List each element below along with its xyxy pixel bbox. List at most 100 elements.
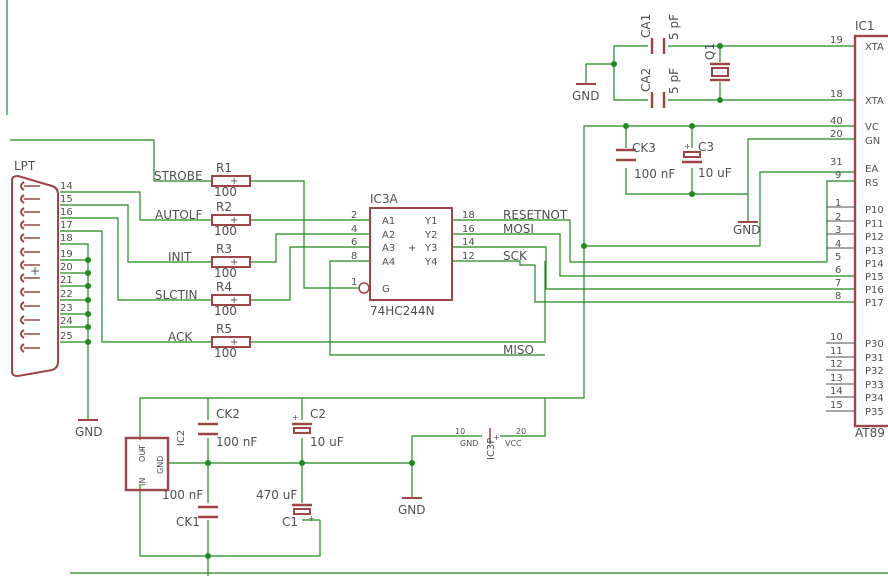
- wire-y4: [452, 260, 855, 303]
- resistor-name: R3: [216, 242, 232, 256]
- wire-r3-a2: [250, 233, 370, 263]
- mcu-pin-label: P12: [865, 232, 884, 243]
- junction: [205, 460, 211, 466]
- mcu-ic1: IC1 AT89 19 XTA 18 XTA 40 VC 20 GN 31 EA…: [826, 19, 888, 440]
- junction: [85, 311, 91, 317]
- junction: [409, 460, 415, 466]
- gnd-label-crystal: GND: [572, 89, 600, 103]
- cap-name: CA1: [639, 14, 653, 38]
- lpt-contact: [20, 315, 25, 325]
- wire-r4-a3: [250, 246, 370, 301]
- buffer-pin-label: A3: [382, 243, 395, 254]
- buffer-pin-num: 14: [462, 237, 475, 248]
- cap-name: C1: [282, 515, 298, 529]
- lpt-pin-numbers: 14 15 16 17 18 19 20 21 22 23 24 25: [60, 181, 73, 342]
- lpt-contact: [20, 329, 25, 339]
- cap-plus: +: [292, 413, 299, 422]
- mcu-pin-num: 1: [835, 198, 841, 209]
- capacitor-ck2: CK2 100 nF: [198, 407, 257, 449]
- junction: [689, 123, 695, 129]
- mcu-pin-label: P33: [865, 380, 884, 391]
- resistor-body: [211, 294, 251, 306]
- wire-vcc: [139, 125, 855, 440]
- junction: [85, 324, 91, 330]
- mcu-pin-num: 19: [830, 35, 843, 46]
- lpt-contact: [20, 233, 25, 243]
- mcu-pin-num: 15: [830, 400, 843, 411]
- wire-autolf: [60, 191, 212, 221]
- crystal-q1: Q1: [703, 43, 730, 82]
- junction: [581, 243, 587, 249]
- junction: [717, 43, 723, 49]
- ic3p-vcc-label: VCC: [505, 439, 522, 448]
- wire-ea: [759, 171, 855, 246]
- buffer-pin-num: 6: [351, 237, 357, 248]
- junction: [717, 97, 723, 103]
- lpt-contact: [20, 247, 25, 257]
- resistor-r2: + R2 100: [211, 200, 251, 238]
- lpt-contact: [20, 194, 25, 204]
- mcu-pin-num: 31: [830, 157, 843, 168]
- supply-caps: CK2 100 nF + C2 10 uF 100 nF CK1 + 470 u…: [162, 407, 344, 529]
- cap-value: 100 nF: [216, 435, 257, 449]
- lpt-pin-num: 18: [60, 233, 73, 244]
- cap-body: [293, 427, 311, 434]
- mcu-pin-label: P30: [865, 339, 884, 350]
- capacitor-ck3: CK3 100 nF: [616, 141, 675, 181]
- junction: [85, 339, 91, 345]
- mcu-pin-num: 7: [835, 278, 841, 289]
- mcu-pin-label: P17: [865, 298, 884, 309]
- buffer-pin-label: Y3: [424, 243, 437, 254]
- resistor-body: [211, 256, 251, 268]
- ic3p-gnd-label: GND: [460, 439, 478, 448]
- resistor-name: R4: [216, 280, 232, 294]
- resistors: + R1 100 + R2 100 + R3 100 + R4 100 + R5…: [211, 161, 251, 360]
- crystal-name: Q1: [703, 43, 717, 60]
- cap-name: CK3: [632, 141, 656, 155]
- wire-init: [60, 204, 212, 263]
- lpt-contact: [20, 343, 25, 353]
- resistor-plus: +: [230, 257, 238, 268]
- lpt-contact: [20, 207, 25, 217]
- mcu-pin-label: XTA: [865, 42, 884, 53]
- cap-value: 5 pF: [667, 68, 681, 94]
- resistor-value: 100: [214, 346, 237, 360]
- resistor-r3: + R3 100: [211, 242, 251, 280]
- regulator-gnd: GND: [156, 456, 165, 474]
- mcu-pin-label: P16: [865, 285, 884, 296]
- net-mosi: MOSI: [503, 222, 534, 236]
- buffer-pin-num: 4: [351, 224, 357, 235]
- lpt-connector: LPT + 14 15 16 17 18 19 20 21 22 23 24 2…: [11, 159, 73, 378]
- cap-name: CK2: [216, 407, 240, 421]
- cap-value: 10 uF: [698, 166, 732, 180]
- mcu-pin-label: P10: [865, 205, 884, 216]
- cap-body: [293, 508, 311, 515]
- mcu-pin-label: GN: [865, 136, 880, 147]
- lpt-contact: [20, 301, 25, 311]
- net-resetnot: RESETNOT: [503, 208, 568, 222]
- mcu-pin-num: 4: [835, 239, 841, 250]
- regulator-plus: +: [139, 445, 146, 454]
- crystal-body: [711, 67, 729, 77]
- mcu-pin-num: 20: [830, 129, 843, 140]
- resistor-body: [211, 175, 251, 187]
- wire-gnd-bus: [60, 243, 89, 420]
- resistor-body: [211, 214, 251, 226]
- lpt-center-mark: +: [30, 264, 40, 278]
- mcu-pin-label: P13: [865, 246, 884, 257]
- cap-value: 5 pF: [667, 14, 681, 40]
- buffer-pin-label: G: [382, 284, 390, 295]
- wire-r5-miso: [250, 261, 546, 343]
- buffer-pin-num: 8: [351, 251, 357, 262]
- buffer-pin-label: Y1: [424, 216, 437, 227]
- mcu-pin-num: 40: [830, 116, 843, 127]
- ic3p-plus: +: [493, 433, 500, 442]
- junction: [205, 553, 211, 559]
- net-labels: RESETNOT MOSI SCK MISO: [503, 208, 568, 357]
- ic3p-vcc-pin: 20: [516, 427, 526, 436]
- regulator-ic2: IC2 OUT IN GND +: [124, 430, 187, 492]
- capacitor-ca1: CA1 5 pF: [639, 14, 681, 54]
- lpt-contact: [20, 220, 25, 230]
- buffer-g-inverter: [358, 282, 370, 294]
